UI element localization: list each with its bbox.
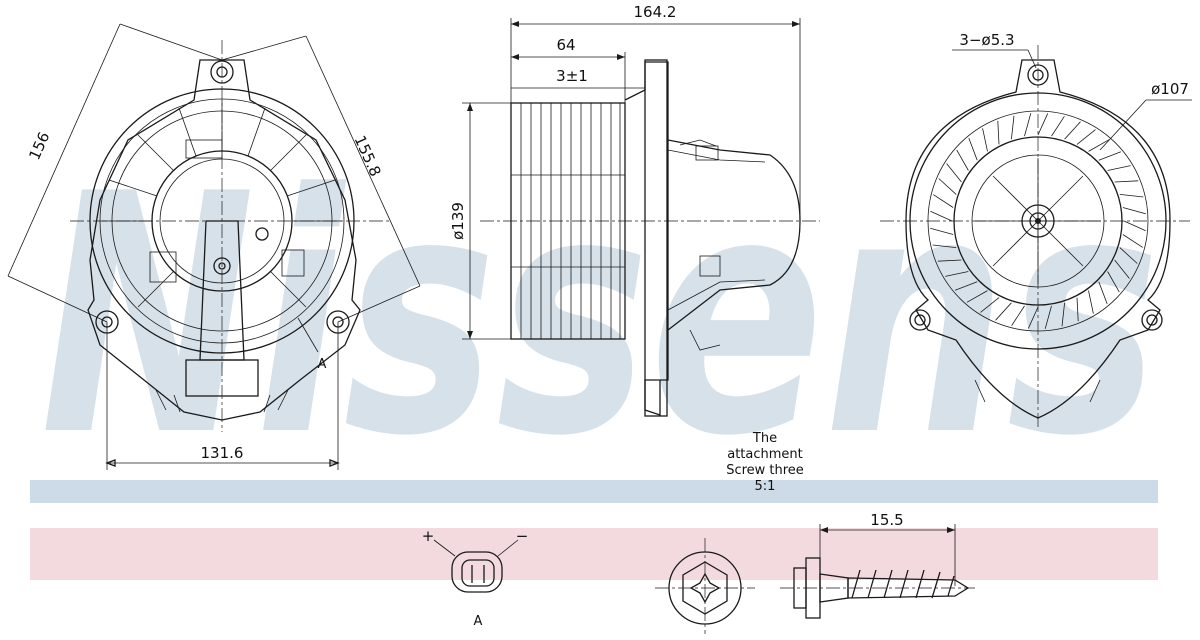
fan-blade [1119, 247, 1138, 264]
fan-blade [966, 290, 988, 303]
fan-blade [980, 297, 1000, 313]
fan-blade [1044, 305, 1052, 329]
blue-band [30, 480, 1158, 503]
screw-head-view [655, 538, 755, 634]
fan-blade [1123, 220, 1146, 232]
connector-minus: − [516, 527, 529, 545]
dim-3pm1: 3±1 [556, 67, 588, 85]
fan-blade [1076, 297, 1079, 322]
fan-blade [932, 244, 957, 248]
dim-dia139: ø139 [449, 202, 467, 240]
fan-blade [956, 149, 969, 171]
dim-dia107: ø107 [1151, 80, 1189, 98]
dim-holes: 3−ø5.3 [959, 31, 1014, 49]
callout-a: A [318, 357, 327, 372]
fan-blade [946, 163, 962, 183]
fan-blade [1051, 116, 1065, 137]
connector-a: + − A [422, 527, 529, 629]
fan-blade [1011, 115, 1015, 140]
dim-64: 64 [556, 36, 575, 54]
attachment-note: The attachment Screw three 5:1 [690, 431, 840, 495]
fan-blade [1011, 305, 1025, 326]
fan-blade [1114, 180, 1139, 183]
fan-blade [933, 194, 954, 208]
fan-blade [954, 281, 978, 291]
fan-blade [1088, 290, 1094, 314]
fan-blade [930, 227, 954, 235]
fan-blade [968, 137, 978, 161]
fan-blade [1024, 113, 1032, 137]
fan-blade [997, 120, 1000, 145]
fan-blade [1076, 129, 1096, 145]
fan-blade [1098, 151, 1122, 161]
dim-131-6: 131.6 [201, 444, 244, 462]
note-line-1: The [752, 431, 778, 446]
dim-164-2: 164.2 [634, 3, 677, 21]
fan-blade [1107, 271, 1120, 293]
fan-blade [945, 271, 969, 277]
fan-blade [1122, 207, 1146, 215]
dim-15-5: 15.5 [870, 511, 903, 529]
fan-blade [1064, 121, 1081, 140]
fan-blade [982, 128, 988, 152]
fan-blade [1122, 234, 1143, 248]
note-line-3: Screw three [726, 463, 804, 478]
fan-blade [1061, 302, 1065, 327]
fan-blade [1119, 194, 1144, 198]
note-line-2: attachment [727, 447, 803, 462]
fan-blade [938, 178, 957, 195]
fan-blade [1107, 165, 1131, 171]
watermark-text: Nissens [40, 124, 1160, 508]
side-view: 164.2 64 3±1 ø139 [449, 3, 820, 417]
fan-blade [1027, 306, 1039, 329]
fan-blade [1037, 113, 1049, 136]
fan-blade [937, 259, 962, 262]
fan-blade [995, 302, 1012, 321]
connector-plus: + [422, 527, 435, 545]
fan-blade [1098, 281, 1108, 305]
fan-blade [1114, 259, 1130, 279]
fan-blade [1088, 139, 1110, 152]
rear-view: 3−ø5.3 ø107 [880, 31, 1192, 430]
pink-band [30, 528, 1158, 580]
screw-side-view: 15.5 [780, 511, 975, 619]
note-line-4: 5:1 [754, 479, 776, 494]
fan-blade [930, 210, 953, 222]
connector-label: A [474, 614, 483, 629]
